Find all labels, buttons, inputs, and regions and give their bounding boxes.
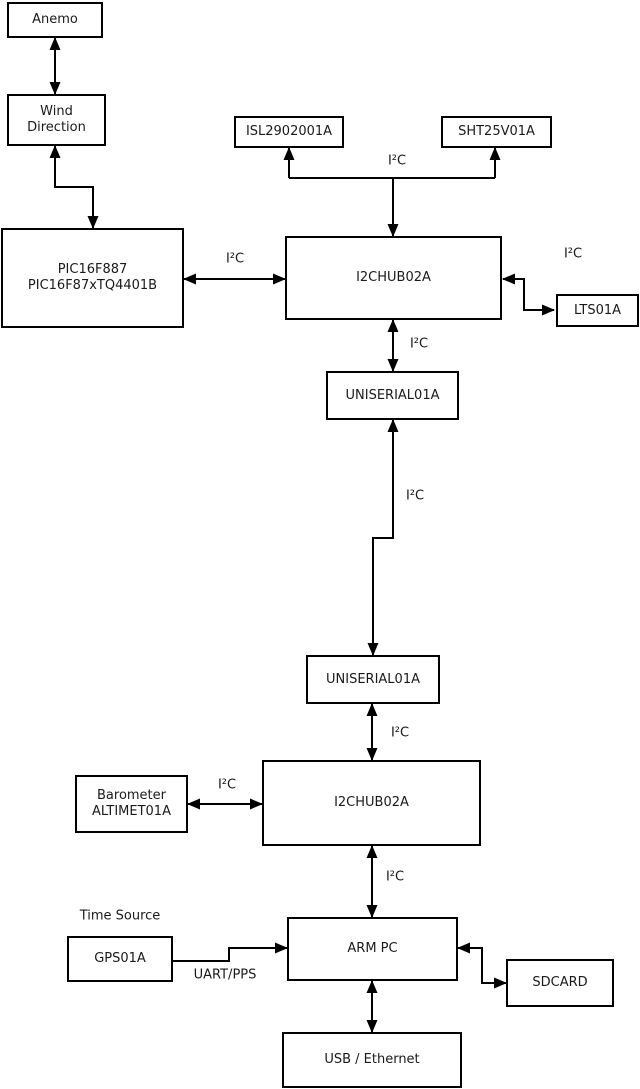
node-uniserial01a-bottom: UNISERIAL01A [306,655,440,704]
node-isl2902001a: ISL2902001A [234,116,344,148]
node-lts01a-label: LTS01A [573,302,622,318]
node-sdcard-label: SDCARD [532,975,588,991]
edge-armpc-sdcard [457,942,507,989]
node-pic16f887-line2: PIC16F87xTQ4401B [27,278,158,293]
node-gps01a: GPS01A [67,936,173,982]
node-i2chub02a-top-label: I2CHUB02A [356,270,431,286]
node-sht25v01a: SHT25V01A [441,116,552,148]
node-i2chub02a-top: I2CHUB02A [285,236,502,320]
node-sht25v01a-label: SHT25V01A [458,124,535,140]
edge-label-hub-serial-bus: I²C [409,336,429,352]
edge-i2chubtop-lts [502,273,555,316]
edge-label-sensors-bus: I²C [387,153,407,169]
edge-label-time-source: Time Source [79,908,161,924]
edge-label-uart-pps: UART/PPS [193,967,257,983]
node-barometer-line2: ALTIMET01A [92,804,171,819]
node-lts01a: LTS01A [556,294,639,327]
node-i2chub02a-bottom: I2CHUB02A [262,760,481,846]
edge-label-pic-bus: I²C [225,251,245,267]
node-uniserial01a-bottom-label: UNISERIAL01A [326,671,420,687]
node-anemo-label: Anemo [32,12,78,28]
node-pic16f887-line1: PIC16F887 [57,262,128,278]
node-i2chub02a-bottom-label: I2CHUB02A [334,795,409,811]
node-isl2902001a-label: ISL2902001A [245,124,333,140]
edge-label-serial-hub2-bus: I²C [390,725,410,741]
node-anemo: Anemo [7,2,103,38]
edge-label-lts-bus: I²C [563,246,583,262]
edge-label-serial-link-bus: I²C [405,488,425,504]
edge-label-barometer-bus: I²C [217,777,237,793]
edge-winddirection-pic [49,145,99,229]
node-usb-ethernet: USB / Ethernet [282,1032,462,1088]
node-arm-pc-label: ARM PC [347,941,398,957]
node-usb-ethernet-label: USB / Ethernet [324,1052,420,1068]
node-arm-pc: ARM PC [287,917,458,981]
node-uniserial01a-top-label: UNISERIAL01A [345,387,440,403]
edge-uniserial-link [367,419,399,656]
edge-gps-armpc [173,942,288,962]
node-sdcard: SDCARD [506,959,614,1007]
node-uniserial01a-top: UNISERIAL01A [326,371,459,420]
edge-label-hub2-arm-bus: I²C [385,869,405,885]
node-wind-direction: Wind Direction [7,94,106,146]
node-barometer-line1: Barometer [97,788,166,804]
node-wind-direction-line1: Wind [40,104,73,120]
node-gps01a-label: GPS01A [94,951,146,967]
node-wind-direction-line2: Direction [27,120,86,135]
node-barometer-altimet01a: Barometer ALTIMET01A [75,775,188,833]
node-pic16f887: PIC16F887 PIC16F87xTQ4401B [1,228,184,328]
